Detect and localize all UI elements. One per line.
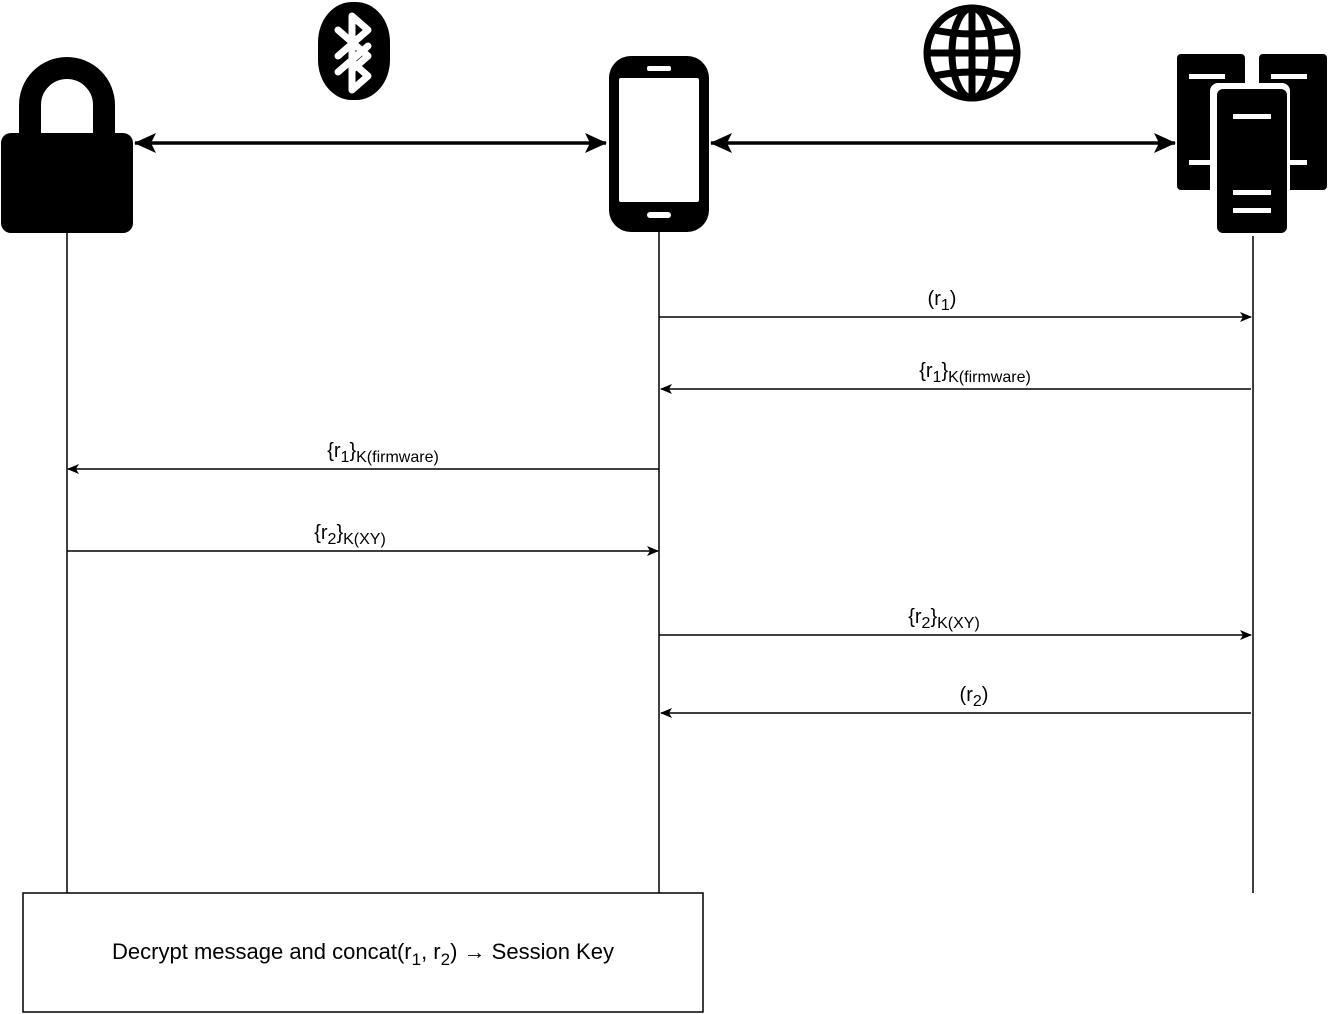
globe-icon [923, 4, 1021, 102]
padlock-icon [1, 57, 133, 233]
message-label: {r1}K(firmware) [919, 360, 1031, 386]
message-label: (r2) [960, 684, 989, 710]
message-2: {r1}K(firmware) [660, 360, 1251, 394]
message-label: {r1}K(firmware) [327, 440, 439, 466]
message-5: {r2}K(XY) [659, 606, 1252, 640]
bluetooth-icon [318, 2, 390, 100]
message-label: {r2}K(XY) [908, 606, 980, 632]
session-key-note: Decrypt message and concat(r1, r2) → Ses… [22, 892, 704, 1013]
message-1: (r1) [659, 288, 1252, 322]
message-4: {r2}K(XY) [67, 522, 659, 556]
message-label: (r1) [928, 288, 957, 314]
message-6: (r2) [660, 684, 1251, 718]
smartphone-icon [609, 56, 709, 232]
note-text: Decrypt message and concat(r1, r2) → Ses… [112, 939, 614, 969]
note-box [22, 892, 704, 1013]
message-label: {r2}K(XY) [314, 522, 386, 548]
server-rack-icon [1177, 54, 1327, 236]
message-3: {r1}K(firmware) [67, 440, 659, 474]
